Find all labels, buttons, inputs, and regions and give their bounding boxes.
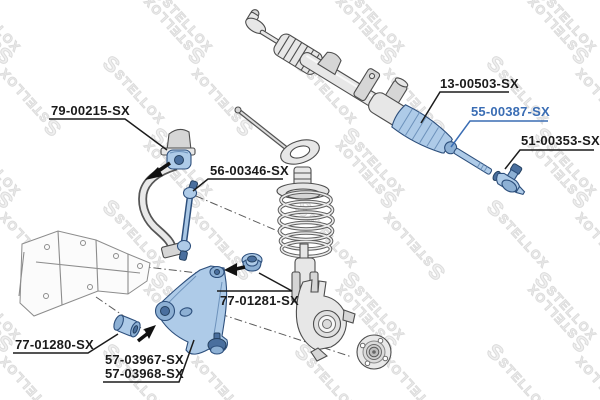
stabilizer-bar-drawing xyxy=(138,161,184,259)
rear-arm-bushing-drawing xyxy=(241,252,263,272)
strut-assembly-drawing xyxy=(234,106,335,303)
steering-rack-drawing xyxy=(245,9,526,196)
steering-knuckle-drawing xyxy=(295,279,356,362)
wheel-hub-drawing xyxy=(356,334,392,370)
label-inner-tie-rod-selected[interactable]: 55-00387-SX xyxy=(471,104,550,119)
subframe-drawing xyxy=(18,230,151,317)
label-leader-lines xyxy=(13,91,594,383)
label-control-arm-left[interactable]: 57-03967-SX xyxy=(105,352,184,367)
label-stabilizer-bushing[interactable]: 79-00215-SX xyxy=(51,103,130,118)
front-arm-bushing-drawing xyxy=(113,314,141,338)
label-control-arm-right[interactable]: 57-03968-SX xyxy=(105,366,184,381)
label-front-arm-bushing[interactable]: 77-01280-SX xyxy=(15,337,94,352)
stabilizer-link-drawing xyxy=(176,180,199,261)
control-arm-drawing xyxy=(154,265,228,355)
label-steering-boot[interactable]: 13-00503-SX xyxy=(440,76,519,91)
label-rear-arm-bushing[interactable]: 77-01281-SX xyxy=(220,293,299,308)
install-arrows xyxy=(136,161,246,343)
stabilizer-bushing-drawing xyxy=(166,149,192,170)
label-stabilizer-link[interactable]: 56-00346-SX xyxy=(210,163,289,178)
label-tie-rod-end[interactable]: 51-00353-SX xyxy=(521,133,600,148)
